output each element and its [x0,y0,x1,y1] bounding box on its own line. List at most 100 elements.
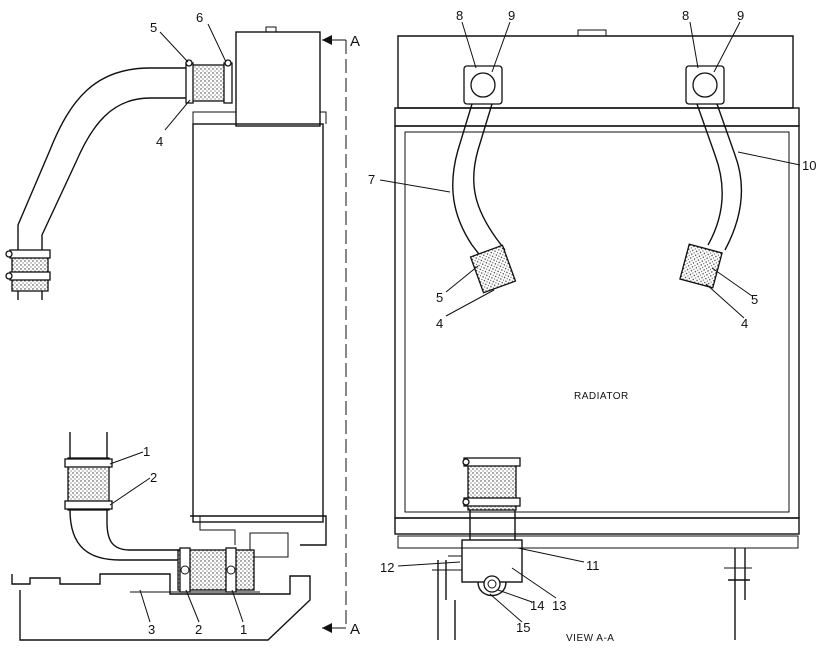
leader-5-side [159,31,189,63]
drain-plug-inner [487,579,497,589]
callout-11: 11 [586,558,600,573]
callout-9-left: 9 [508,8,515,23]
clamp-bolt-2 [224,59,232,67]
mount-leg-left [437,560,456,640]
callout-1-lower: 1 [240,622,247,637]
section-arrow-bottom [322,623,332,633]
section-arrow-top [322,35,332,45]
callout-4-right: 4 [741,316,748,331]
leader-5-left [445,265,479,293]
outlet-neck [469,510,516,540]
header-rail [394,107,800,127]
filler-neck [577,29,607,36]
leader-1-lower [231,589,244,623]
lower-horizontal-hose [177,549,255,591]
bottom-mount [397,535,799,549]
callout-1-upper: 1 [143,444,150,459]
leader-10 [737,151,801,166]
filler-cap-side [265,26,277,32]
callout-5-side: 5 [150,20,157,35]
leader-8-right [689,21,699,69]
callout-5-left: 5 [436,290,443,305]
view-a-a: 8 9 8 9 7 10 5 4 5 4 11 12 13 14 15 RADI… [368,8,816,644]
pipe-7-left-edge [452,103,483,259]
bottom-rail [394,517,800,535]
leader-11 [517,547,585,563]
leader-15 [489,593,523,623]
tank-bracket [192,111,236,124]
leader-3 [139,589,151,623]
radiator-label: RADIATOR [574,391,629,402]
section-marker-top: A [350,33,360,50]
callout-8-right: 8 [682,8,689,23]
top-tank-front [397,35,794,109]
base-detail [199,516,236,545]
leader-5-right [711,267,753,297]
leader-14 [497,589,533,603]
callout-4-side: 4 [156,134,163,149]
clamp-5 [185,62,194,104]
outlet-clamp-bottom [463,497,521,507]
outlet-housing [249,532,289,558]
pipe-clamp-left-a [9,249,51,259]
callout-9-right: 9 [737,8,744,23]
clamp-6 [223,62,233,104]
callout-4-left: 4 [436,316,443,331]
inlet-port-left [470,72,496,98]
upper-pipe-inner [41,97,192,300]
callout-5-right: 5 [751,292,758,307]
leader-2-upper [109,477,151,506]
hose-left-lower [469,244,517,294]
upper-hose [189,64,227,102]
inlet-port-right [692,72,718,98]
leader-9-right [713,21,741,73]
pipe-10-right-edge [716,103,743,251]
radiator-base [190,515,327,546]
leader-7 [379,179,451,193]
mount-feet [432,567,752,571]
clamp-2-vertical [64,500,113,510]
lower-pipe-outer [69,432,185,561]
leader-13 [511,567,557,599]
frame-rail [11,573,311,641]
side-view: A A 5 6 4 1 2 3 2 1 [5,10,360,641]
leader-4-side [164,99,191,131]
radiator-top-tank [235,31,321,127]
callout-15: 15 [516,620,530,635]
callout-14: 14 [530,598,544,613]
outlet-clamp-bolt-bottom [462,498,470,506]
radiator-core [404,131,790,513]
leader-4-left [445,289,495,317]
clamp-bolt-h1 [180,565,190,575]
outlet-clamp-bolt-top [462,458,470,466]
leader-2-lower [185,589,200,623]
tank-bracket-right [320,111,327,124]
callout-7: 7 [368,172,375,187]
section-marker-bottom: A [350,621,360,638]
callout-8-left: 8 [456,8,463,23]
callout-2-upper: 2 [150,470,157,485]
callout-12: 12 [380,560,394,575]
pipe-clamp-left-b [9,271,51,281]
lower-pipe-inner [106,432,185,551]
pipe-clamp-bolt-a [5,250,13,258]
leader-9-left [491,21,511,73]
outlet-clamp-top [463,457,521,467]
view-caption: VIEW A-A [566,633,614,644]
callout-3: 3 [148,622,155,637]
callout-6: 6 [196,10,203,25]
callout-10: 10 [802,158,816,173]
leader-4-right [705,283,745,319]
mount-leg-right [728,548,750,640]
leader-8-left [461,21,477,69]
clamp-1-vertical [64,458,113,468]
clamp-bolt-h2 [226,565,236,575]
leader-6 [207,23,227,63]
pipe-7-right-edge [472,103,506,251]
radiator-body-side [192,123,324,523]
callout-13: 13 [552,598,566,613]
drain-plug-outer [483,575,501,593]
pipe-10-left-edge [696,103,723,246]
